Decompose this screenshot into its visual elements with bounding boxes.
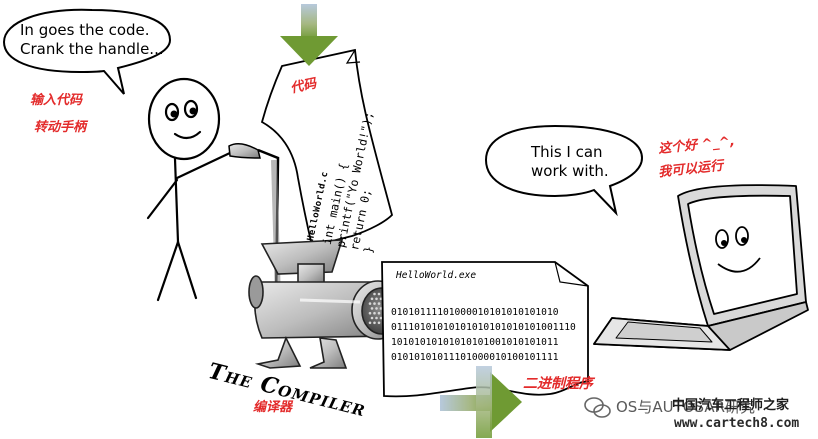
annotation-compiler: 编译器: [253, 400, 293, 415]
plate-hole: [373, 311, 376, 315]
plate-hole: [375, 307, 378, 310]
binary-block: 01010111101000010101010101010 0111010101…: [391, 305, 576, 365]
plate-hole: [368, 302, 372, 305]
binary-line-4: 01010101011101000010100101111: [391, 352, 559, 363]
code-paper: [260, 48, 394, 248]
annotation-binary-program: 二进制程序: [523, 376, 593, 392]
plate-hole: [373, 292, 376, 296]
plate-hole: [379, 307, 383, 310]
binary-line-3: 10101010101010101001010101011: [391, 337, 559, 348]
wechat-icon: [584, 397, 611, 418]
watermark-brand: OS与AUTOSAR研究: [616, 398, 756, 416]
output-arrow: [440, 366, 522, 438]
plate-hole: [377, 302, 381, 305]
speech-right-line-2: work with.: [531, 162, 609, 180]
speech-text-left: In goes the code. Crank the handle...: [20, 21, 164, 59]
speech-left-line-1: In goes the code.: [20, 21, 150, 39]
plate-hole: [375, 316, 378, 320]
stick-figure: [146, 77, 234, 302]
meat-grinder: [248, 239, 405, 369]
plate-hole: [368, 321, 372, 325]
plate-hole: [368, 311, 372, 315]
laptop-face: [715, 226, 761, 273]
watermark-overlay: 中国汽车工程师之家: [672, 398, 790, 413]
plate-hole: [370, 316, 374, 320]
plate-hole: [375, 297, 378, 301]
plate-hole: [377, 311, 381, 315]
plate-hole: [377, 321, 381, 325]
input-arrow: [280, 4, 338, 66]
plate-hole: [373, 321, 376, 325]
annotation-turn-handle: 转动手柄: [34, 120, 87, 135]
plate-hole: [370, 307, 374, 310]
speech-bubble-right: [484, 124, 644, 217]
watermark-url: www.cartech8.com: [674, 416, 800, 431]
annotation-input-code: 输入代码: [30, 93, 83, 108]
speech-bubble-left: [2, 8, 172, 95]
binary-line-2: 01110101010101010101010101001110: [391, 322, 576, 333]
plate-hole: [370, 297, 374, 301]
speech-right-line-1: This I can: [531, 143, 603, 161]
laptop: [593, 184, 809, 351]
plate-hole: [379, 316, 383, 320]
plate-hole: [373, 302, 376, 305]
exe-filename: HelloWorld.exe: [396, 270, 477, 281]
speech-text-right: This I can work with.: [531, 143, 609, 181]
binary-line-1: 01010111101000010101010101010: [391, 307, 559, 318]
speech-left-line-2: Crank the handle...: [20, 40, 164, 58]
plate-hole: [377, 292, 381, 296]
